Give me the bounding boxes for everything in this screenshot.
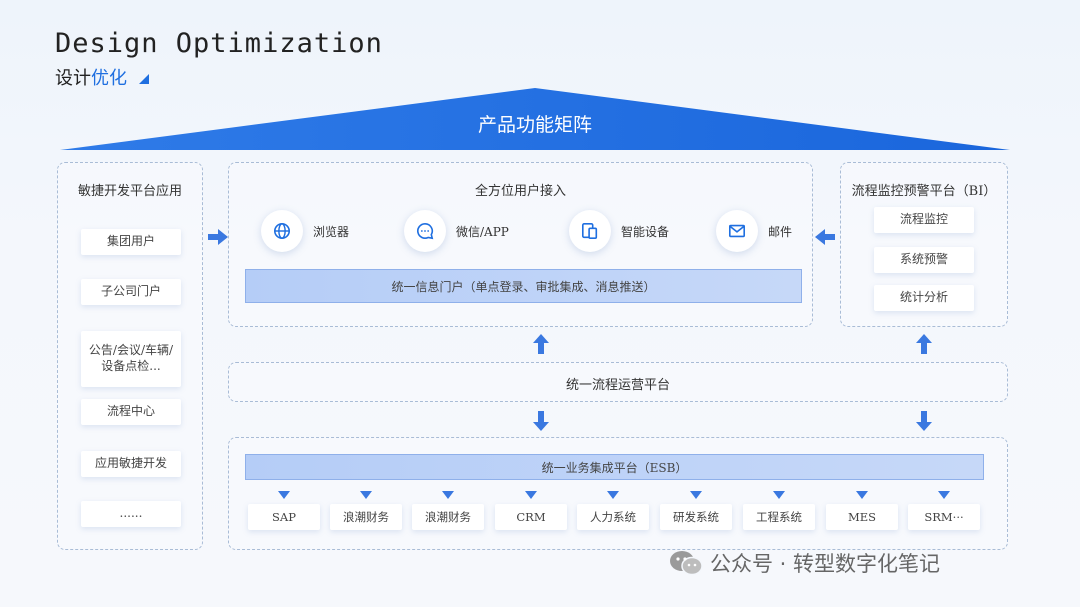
device-icon [569,210,611,252]
user-access-panel: 全方位用户接入 浏览器 微信/APP 智能设备 邮件 统一信息门户（单点登录、审… [228,162,813,327]
system-srm[interactable]: SRM··· [908,491,980,530]
roof-banner [60,88,1010,150]
arrow-down-icon [525,491,537,499]
system-label: 研发系统 [660,504,732,530]
channel-mail[interactable]: 邮件 [716,210,792,252]
system-crm[interactable]: CRM [495,491,567,530]
process-platform-title: 统一流程运营平台 [565,378,670,393]
system-label: CRM [495,504,567,530]
arrow-down-icon [533,411,549,431]
esb-bar: 统一业务集成平台（ESB） [245,454,984,480]
channel-smart-device[interactable]: 智能设备 [569,210,669,252]
process-platform-panel: 统一流程运营平台 [228,362,1008,402]
arrow-left-icon [815,229,835,245]
wechat-logo-icon [670,551,703,576]
right-item-system-alert[interactable]: 系统预警 [874,247,974,273]
arrow-down-icon [278,491,290,499]
left-item-group-users[interactable]: 集团用户 [81,229,181,255]
channel-wechat-app[interactable]: 微信/APP [404,210,509,252]
left-item-more[interactable]: ...... [81,501,181,527]
mail-icon [716,210,758,252]
arrow-down-icon [690,491,702,499]
system-label: 浪潮财务 [412,504,484,530]
right-item-statistics[interactable]: 统计分析 [874,285,974,311]
chat-icon [404,210,446,252]
system-sap[interactable]: SAP [248,491,320,530]
system-hr[interactable]: 人力系统 [577,491,649,530]
roof-label: 产品功能矩阵 [477,114,592,136]
arrow-down-icon [607,491,619,499]
channel-browser[interactable]: 浏览器 [261,210,349,252]
system-inspur-finance[interactable]: 浪潮财务 [330,491,402,530]
arrow-down-icon [442,491,454,499]
right-panel: 流程监控预警平台（BI） 流程监控 系统预警 统计分析 [840,162,1008,327]
arrow-right-icon [208,229,228,245]
channel-label: 浏览器 [313,224,350,239]
arrow-down-icon [856,491,868,499]
left-item-process-center[interactable]: 流程中心 [81,399,181,425]
system-inspur-finance-2[interactable]: 浪潮财务 [412,491,484,530]
unified-portal-bar: 统一信息门户（单点登录、审批集成、消息推送） [245,269,802,303]
arrow-up-icon [533,334,549,354]
arrow-down-icon [938,491,950,499]
arrow-down-icon [360,491,372,499]
page-subtitle: 设计优化 [55,64,127,90]
channel-label: 微信/APP [456,224,509,239]
system-label: 浪潮财务 [330,504,402,530]
channel-label: 智能设备 [621,224,670,239]
subtitle-plain: 设计 [55,68,91,89]
left-item-notice-meeting[interactable]: 公告/会议/车辆/设备点检... [81,331,181,387]
system-label: SRM··· [908,504,980,530]
system-rnd[interactable]: 研发系统 [660,491,732,530]
right-item-process-monitor[interactable]: 流程监控 [874,207,974,233]
subtitle-highlight: 优化 [91,68,127,89]
globe-icon [261,210,303,252]
system-label: 人力系统 [577,504,649,530]
page-title: Design Optimization [55,28,383,59]
watermark-text: 公众号 · 转型数字化笔记 [710,552,941,576]
title-corner-mark [139,74,149,84]
system-label: SAP [248,504,320,530]
arrow-down-icon [916,411,932,431]
channel-label: 邮件 [768,224,793,239]
left-item-subsidiary-portal[interactable]: 子公司门户 [81,279,181,305]
system-label: 工程系统 [743,504,815,530]
left-panel: 敏捷开发平台应用 集团用户 子公司门户 公告/会议/车辆/设备点检... 流程中… [57,162,203,550]
system-label: MES [826,504,898,530]
left-panel-title: 敏捷开发平台应用 [77,184,182,199]
system-engineering[interactable]: 工程系统 [743,491,815,530]
left-item-agile-dev[interactable]: 应用敏捷开发 [81,451,181,477]
watermark: 公众号 · 转型数字化笔记 [668,548,940,578]
system-mes[interactable]: MES [826,491,898,530]
user-access-title: 全方位用户接入 [474,184,566,199]
arrow-up-icon [916,334,932,354]
right-panel-title: 流程监控预警平台（BI） [851,184,997,199]
arrow-down-icon [773,491,785,499]
